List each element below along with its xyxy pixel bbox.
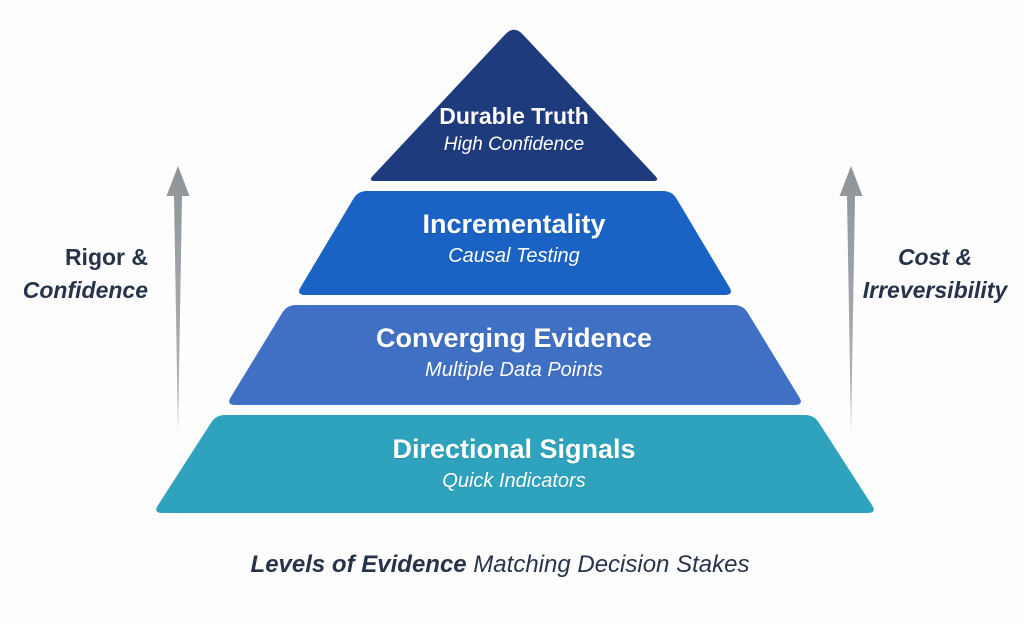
- right-axis-label: Cost & Irreversibility: [860, 241, 1010, 307]
- pyramid-level-converging-evidence-shape: [229, 305, 801, 405]
- right-axis-line1: Cost &: [897, 244, 973, 270]
- rigor-confidence-up-arrow-icon: [166, 166, 190, 433]
- diagram-caption: Levels of Evidence Matching Decision Sta…: [0, 551, 1000, 579]
- left-axis-line1: Rigor &: [64, 244, 148, 270]
- left-axis-line2: Confidence: [22, 277, 148, 303]
- pyramid-level-durable-truth-shape: [370, 29, 658, 181]
- left-axis-label: Rigor & Confidence: [23, 241, 148, 307]
- pyramid-level-incrementality-shape: [299, 191, 731, 295]
- caption-rest: Matching Decision Stakes: [466, 551, 750, 578]
- right-axis-line2: Irreversibility: [862, 277, 1008, 303]
- caption-emphasis: Levels of Evidence: [250, 551, 467, 578]
- cost-irreversibility-up-arrow-icon: [839, 166, 863, 433]
- pyramid-level-directional-signals-shape: [156, 415, 874, 513]
